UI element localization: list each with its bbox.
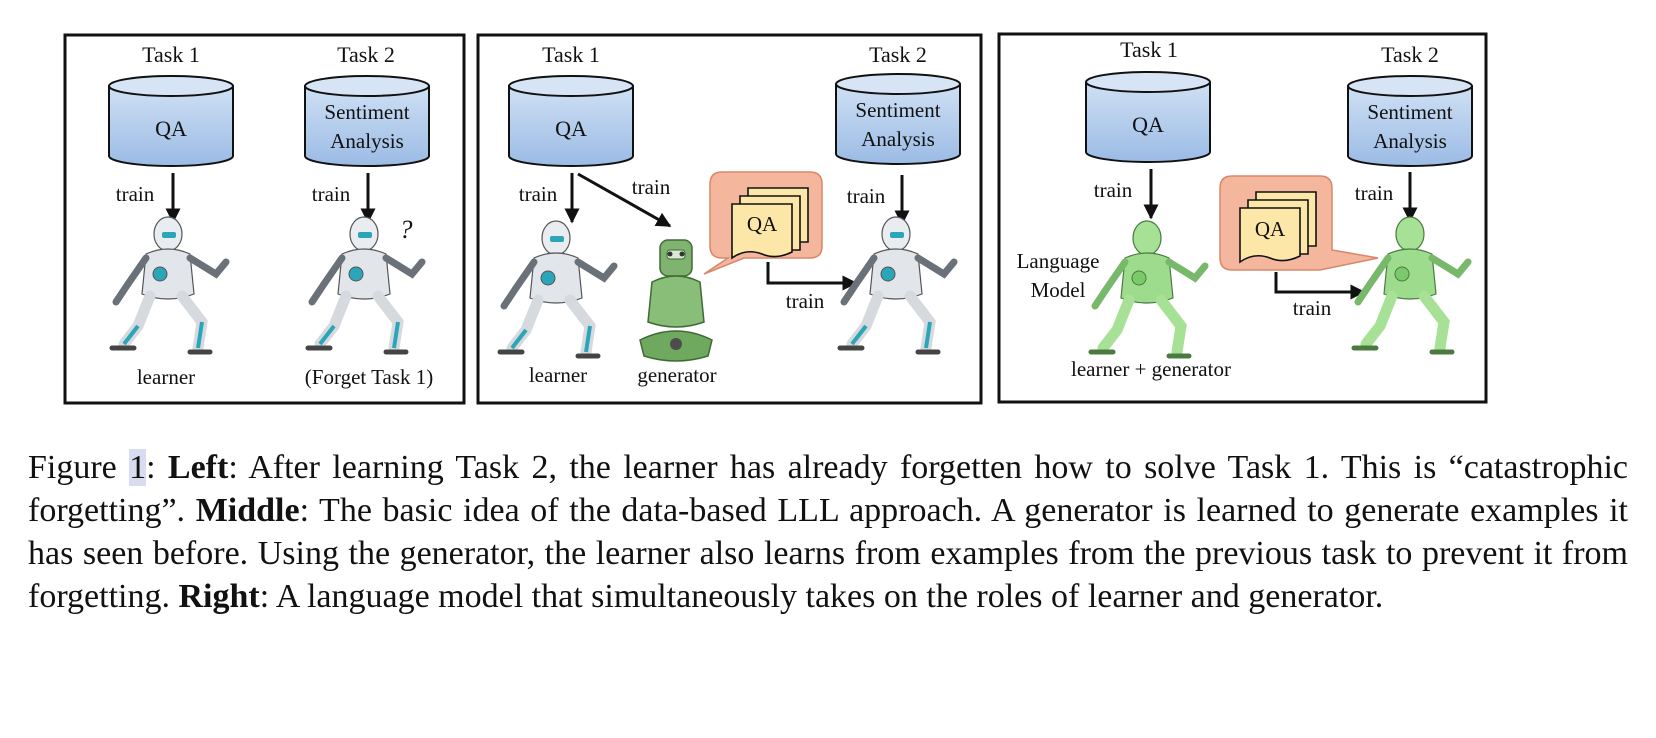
- left-task2-db-line2: Analysis: [330, 129, 404, 153]
- middle-learner-robot-icon: [500, 221, 614, 356]
- middle-learner-label: learner: [529, 363, 587, 387]
- right-task2-db-line1: Sentiment: [1367, 100, 1452, 124]
- right-task2-arrow-label: train: [1355, 181, 1394, 205]
- left-panel-frame: [63, 33, 466, 405]
- middle-replay-train-arrow: [766, 262, 858, 291]
- left-task2-heading: Task 2: [337, 42, 395, 67]
- right-bubble-label: QA: [1255, 217, 1286, 241]
- caption-left-text: : After learning Task 2, the learner has…: [28, 449, 1628, 529]
- middle-replay-arrow-label: train: [786, 289, 825, 313]
- generator-label: generator: [637, 363, 716, 387]
- caption-left-label: Left: [167, 449, 229, 486]
- right-task1-arrow-label: train: [1094, 178, 1133, 202]
- caption-right-text: : A language model that simultaneously t…: [259, 578, 1384, 615]
- caption-figure-number[interactable]: 1: [129, 449, 147, 486]
- middle-task1-heading: Task 1: [542, 42, 600, 67]
- caption-right-label: Right: [178, 578, 260, 615]
- right-replay-arrow-label: train: [1293, 296, 1332, 320]
- language-model-label-line2: Model: [1031, 278, 1086, 302]
- question-mark: ?: [400, 215, 413, 244]
- caption-colon: :: [146, 449, 156, 486]
- middle-task2-db-line2: Analysis: [861, 127, 935, 151]
- middle-bubble-label: QA: [747, 212, 778, 236]
- middle-task2-learner-robot-icon: [840, 217, 954, 352]
- learner-generator-label: learner + generator: [1071, 357, 1231, 381]
- middle-panel-frame: [476, 33, 983, 405]
- left-learner-label: learner: [137, 365, 195, 389]
- right-task2-db-line2: Analysis: [1373, 129, 1447, 153]
- right-replay-train-arrow: [1274, 272, 1366, 300]
- generator-robot-icon: [639, 239, 713, 362]
- left-task2-arrow-label: train: [312, 182, 351, 206]
- left-forget-label: (Forget Task 1): [305, 365, 433, 389]
- right-lm-robot-icon: [1091, 221, 1205, 356]
- left-task1-heading: Task 1: [142, 42, 200, 67]
- figure-caption: Figure 1: Left: After learning Task 2, t…: [28, 446, 1628, 618]
- caption-middle-text: : The basic idea of the data-based LLL a…: [28, 492, 1628, 615]
- right-task1-heading: Task 1: [1120, 37, 1178, 62]
- middle-generator-train-arrow: [577, 172, 672, 228]
- middle-task1-db-label: QA: [555, 116, 587, 141]
- right-panel-frame: [997, 32, 1488, 404]
- middle-task2-heading: Task 2: [869, 42, 927, 67]
- right-task1-db-label: QA: [1132, 112, 1164, 137]
- right-task2-heading: Task 2: [1381, 42, 1439, 67]
- middle-learner-arrow-label: train: [519, 182, 558, 206]
- caption-middle-label: Middle: [195, 492, 300, 529]
- middle-task2-arrow-label: train: [847, 184, 886, 208]
- caption-figure-word: Figure: [28, 449, 130, 486]
- middle-generator-arrow-label: train: [632, 175, 671, 199]
- language-model-label-line1: Language: [1017, 249, 1100, 273]
- left-task1-db-label: QA: [155, 116, 187, 141]
- left-task2-db-line1: Sentiment: [324, 100, 409, 124]
- right-task2-lm-robot-icon: [1354, 217, 1468, 352]
- figure-diagram: Task 1 QA train learner Task 2 Sentiment…: [63, 32, 1488, 405]
- left-learner-robot-icon: [112, 217, 226, 352]
- left-task1-arrow-label: train: [116, 182, 155, 206]
- middle-task2-db-line1: Sentiment: [855, 98, 940, 122]
